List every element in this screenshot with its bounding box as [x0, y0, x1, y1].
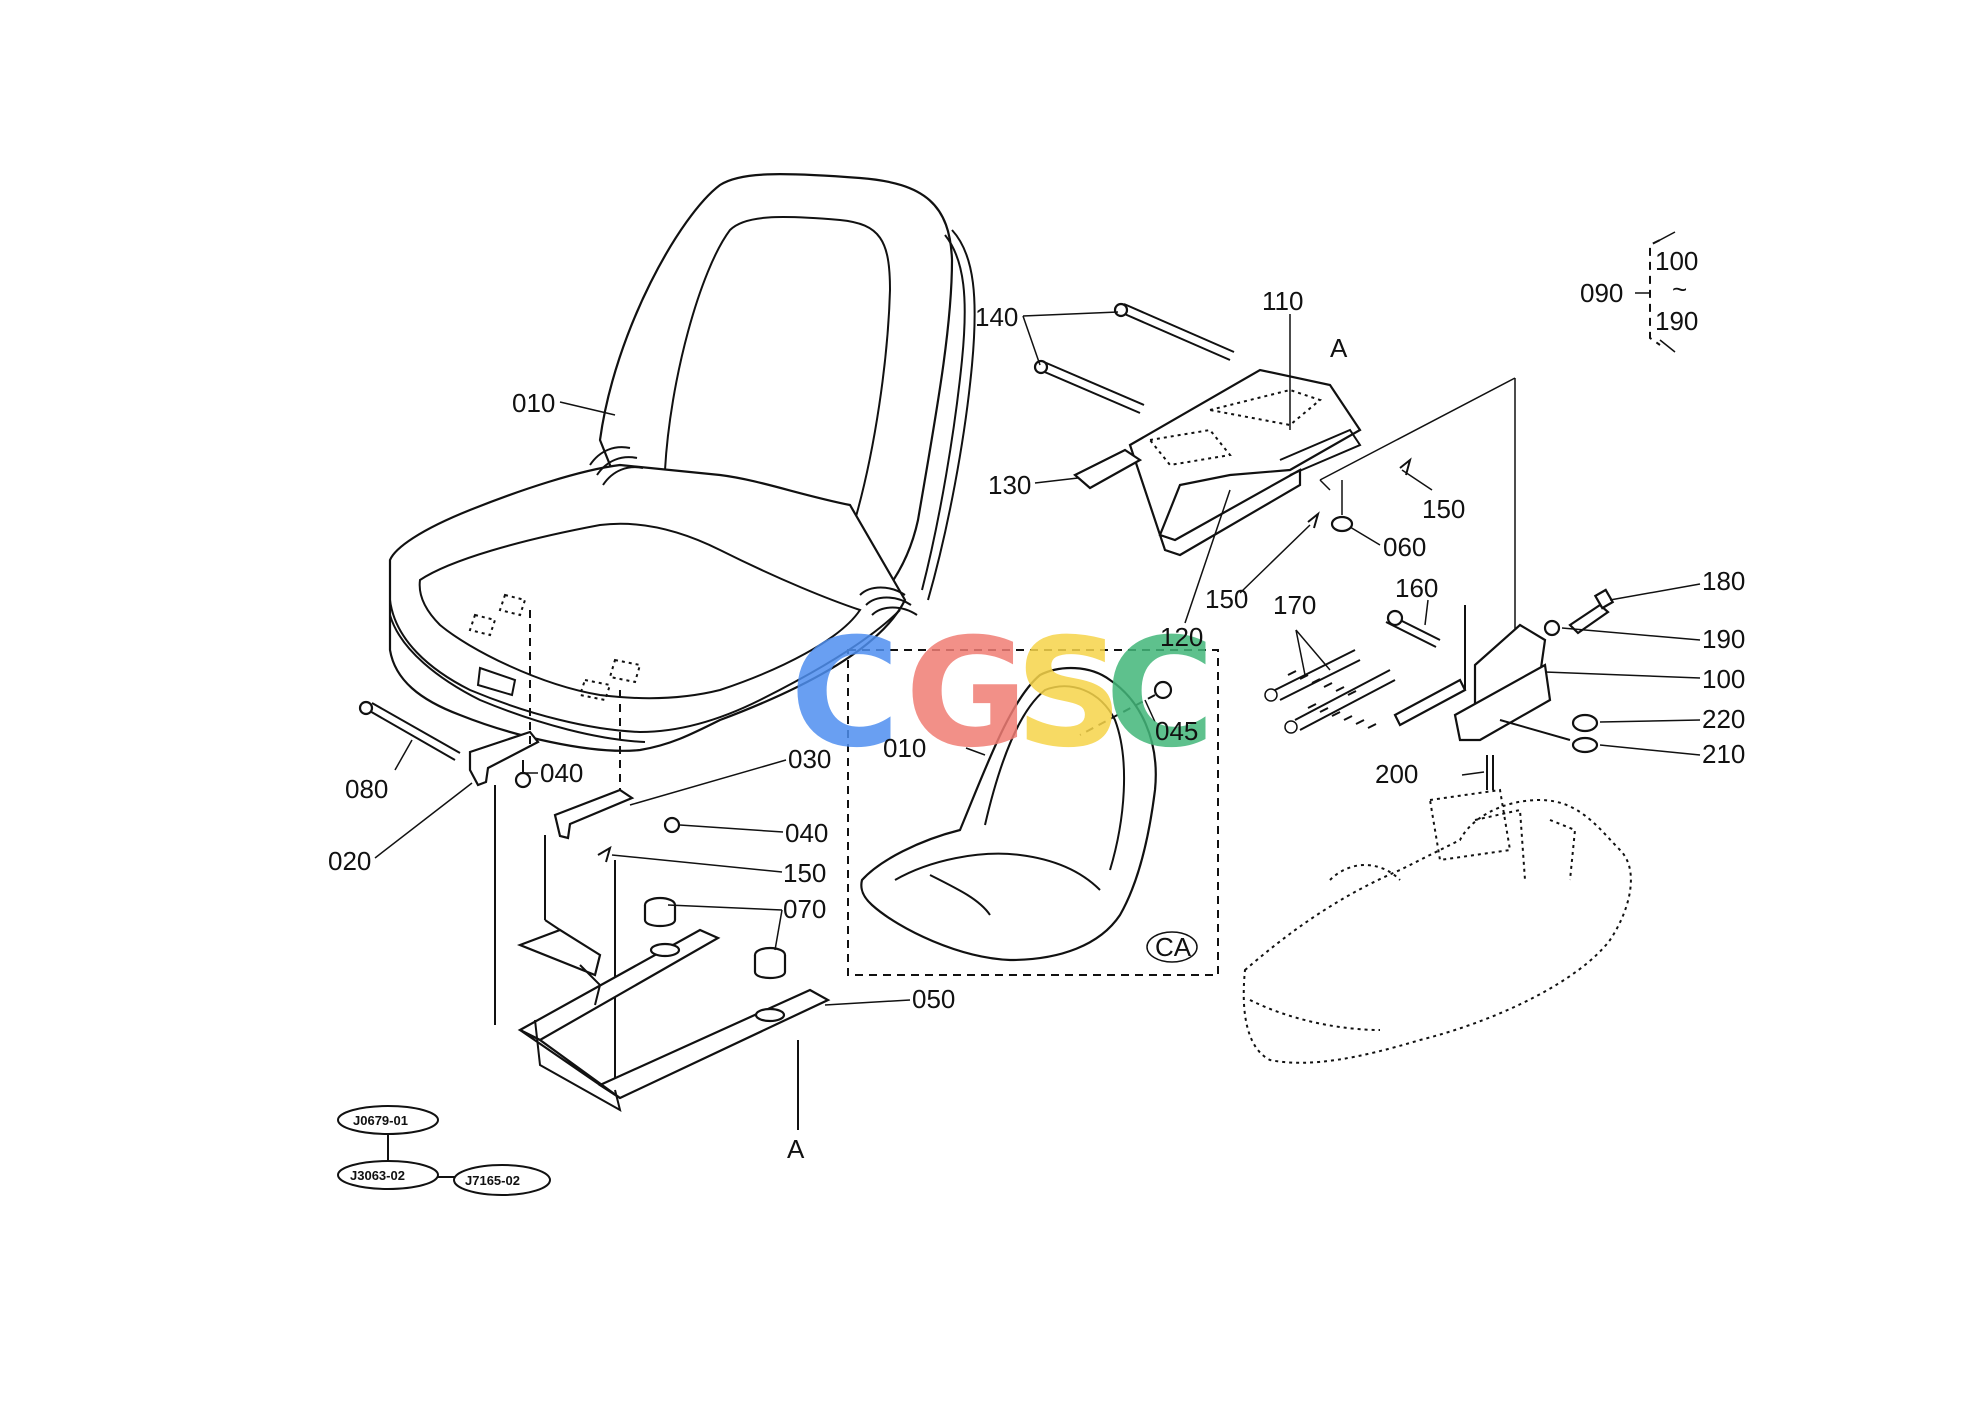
label-a-bottom: A — [787, 1134, 805, 1164]
label-190-group: 190 — [1655, 306, 1698, 336]
label-070: 070 — [783, 894, 826, 924]
label-180: 180 — [1702, 566, 1745, 596]
label-010-main: 010 — [512, 388, 555, 418]
label-080: 080 — [345, 774, 388, 804]
label-090: 090 — [1580, 278, 1623, 308]
label-045: 045 — [1155, 716, 1198, 746]
label-040-upper: 040 — [540, 758, 583, 788]
reference-codes: J0679-01 J3063-02 J7165-02 — [337, 1105, 551, 1196]
label-120: 120 — [1160, 622, 1203, 652]
seat-rail-assembly-drawing — [358, 610, 831, 1130]
ref-code-1: J0679-01 — [353, 1113, 408, 1128]
ca-variant-drawing — [847, 649, 1219, 976]
label-190: 190 — [1702, 624, 1745, 654]
label-100: 100 — [1702, 664, 1745, 694]
label-range-tilde: ~ — [1672, 274, 1687, 304]
spring-bracket-drawing — [1264, 588, 1615, 790]
label-150-top: 150 — [1422, 494, 1465, 524]
transmission-housing-drawing — [1242, 788, 1632, 1064]
leader-lines — [374, 231, 1701, 1006]
part-labels: 010 080 040 020 030 040 150 070 050 A 01… — [328, 246, 1745, 1164]
cgsc-watermark: C G S C — [790, 607, 1215, 781]
label-ca-tag: CA — [1155, 932, 1192, 962]
label-140: 140 — [975, 302, 1018, 332]
label-010-ca: 010 — [883, 733, 926, 763]
label-210: 210 — [1702, 739, 1745, 769]
watermark-letter-c1: C — [790, 607, 900, 781]
ref-code-3: J7165-02 — [465, 1173, 520, 1188]
seat-main-drawing — [388, 173, 976, 752]
watermark-letter-g: G — [905, 607, 1028, 781]
watermark-letter-s: S — [1015, 607, 1123, 781]
label-050: 050 — [912, 984, 955, 1014]
label-130: 130 — [988, 470, 1031, 500]
label-150-left: 150 — [783, 858, 826, 888]
label-100-group: 100 — [1655, 246, 1698, 276]
suspension-bracket-drawing — [1033, 302, 1516, 630]
label-020: 020 — [328, 846, 371, 876]
watermark-letter-c2: C — [1105, 607, 1215, 781]
label-160: 160 — [1395, 573, 1438, 603]
label-170: 170 — [1273, 590, 1316, 620]
label-a-top: A — [1330, 333, 1348, 363]
label-150-mid: 150 — [1205, 584, 1248, 614]
label-220: 220 — [1702, 704, 1745, 734]
label-110: 110 — [1262, 286, 1303, 316]
label-040-lower: 040 — [785, 818, 828, 848]
label-200: 200 — [1375, 759, 1418, 789]
label-030: 030 — [788, 744, 831, 774]
ref-code-2: J3063-02 — [350, 1168, 405, 1183]
label-060: 060 — [1383, 532, 1426, 562]
